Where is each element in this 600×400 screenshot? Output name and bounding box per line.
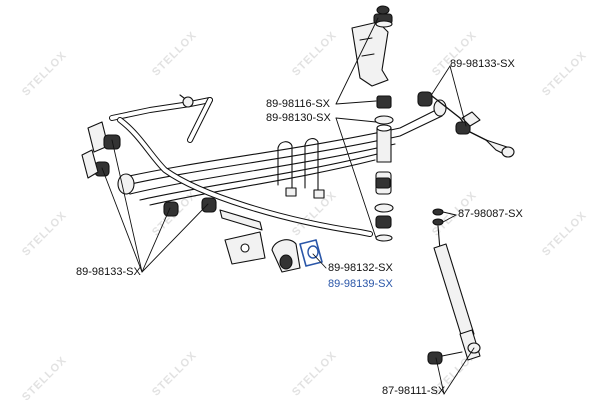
left-bushings — [81, 121, 121, 179]
leader-lines — [101, 17, 475, 395]
frame-bracket — [351, 21, 389, 87]
lower-bushings — [163, 197, 266, 265]
center-stack — [373, 5, 394, 242]
stabilizer-bar — [109, 94, 373, 237]
part-label-89-98132-sx[interactable]: 89-98132-SX — [328, 262, 393, 274]
part-label-89-98133-sx-bottom[interactable]: 89-98133-SX — [76, 266, 141, 278]
part-label-87-98111-sx[interactable]: 87-98111-SX — [382, 385, 446, 397]
u-bolts — [277, 138, 325, 199]
shock-absorber — [427, 208, 481, 365]
part-label-89-98139-sx[interactable]: 89-98139-SX — [328, 278, 393, 290]
part-label-87-98087-sx[interactable]: 87-98087-SX — [458, 208, 523, 220]
stabilizer-clamp — [271, 239, 323, 273]
part-label-89-98130-sx[interactable]: 89-98130-SX — [266, 112, 331, 124]
part-label-89-98116-sx[interactable]: 89-98116-SX — [266, 98, 331, 110]
part-label-89-98133-sx-top[interactable]: 89-98133-SX — [450, 58, 515, 70]
rear-shackle — [417, 91, 515, 158]
